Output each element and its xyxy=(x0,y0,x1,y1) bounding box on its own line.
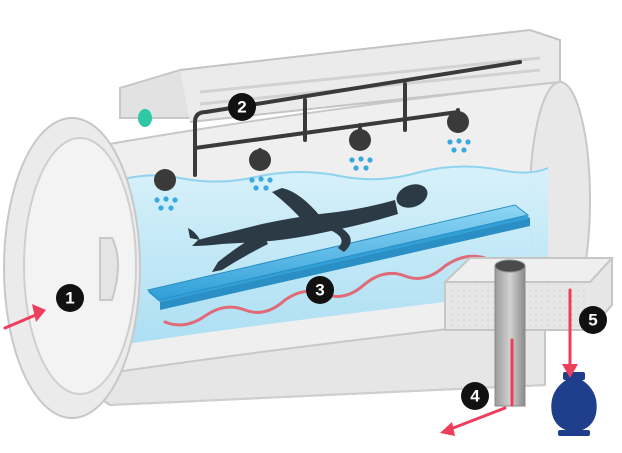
callout-5-label: 5 xyxy=(588,311,597,330)
arrow-icon xyxy=(3,288,572,432)
chamber-door xyxy=(3,117,141,419)
callout-4-label: 4 xyxy=(470,387,480,406)
spray-manifold xyxy=(193,60,522,177)
callout-1-label: 1 xyxy=(65,289,74,308)
water-droplet-icon xyxy=(154,138,471,211)
drain-pipe xyxy=(494,259,526,407)
urn-icon xyxy=(551,372,597,436)
callout-4: 4 xyxy=(461,382,489,410)
callout-5: 5 xyxy=(579,306,607,334)
arrow-heads xyxy=(32,304,578,436)
shower-nozzle-icon xyxy=(154,111,469,191)
callout-2: 2 xyxy=(228,93,256,121)
body-silhouette xyxy=(188,184,428,272)
callout-2-label: 2 xyxy=(237,98,246,117)
indicator-light xyxy=(138,109,152,127)
callout-3: 3 xyxy=(306,276,334,304)
body-tray xyxy=(147,204,530,310)
callout-3-label: 3 xyxy=(315,281,324,300)
callout-1: 1 xyxy=(56,284,84,312)
